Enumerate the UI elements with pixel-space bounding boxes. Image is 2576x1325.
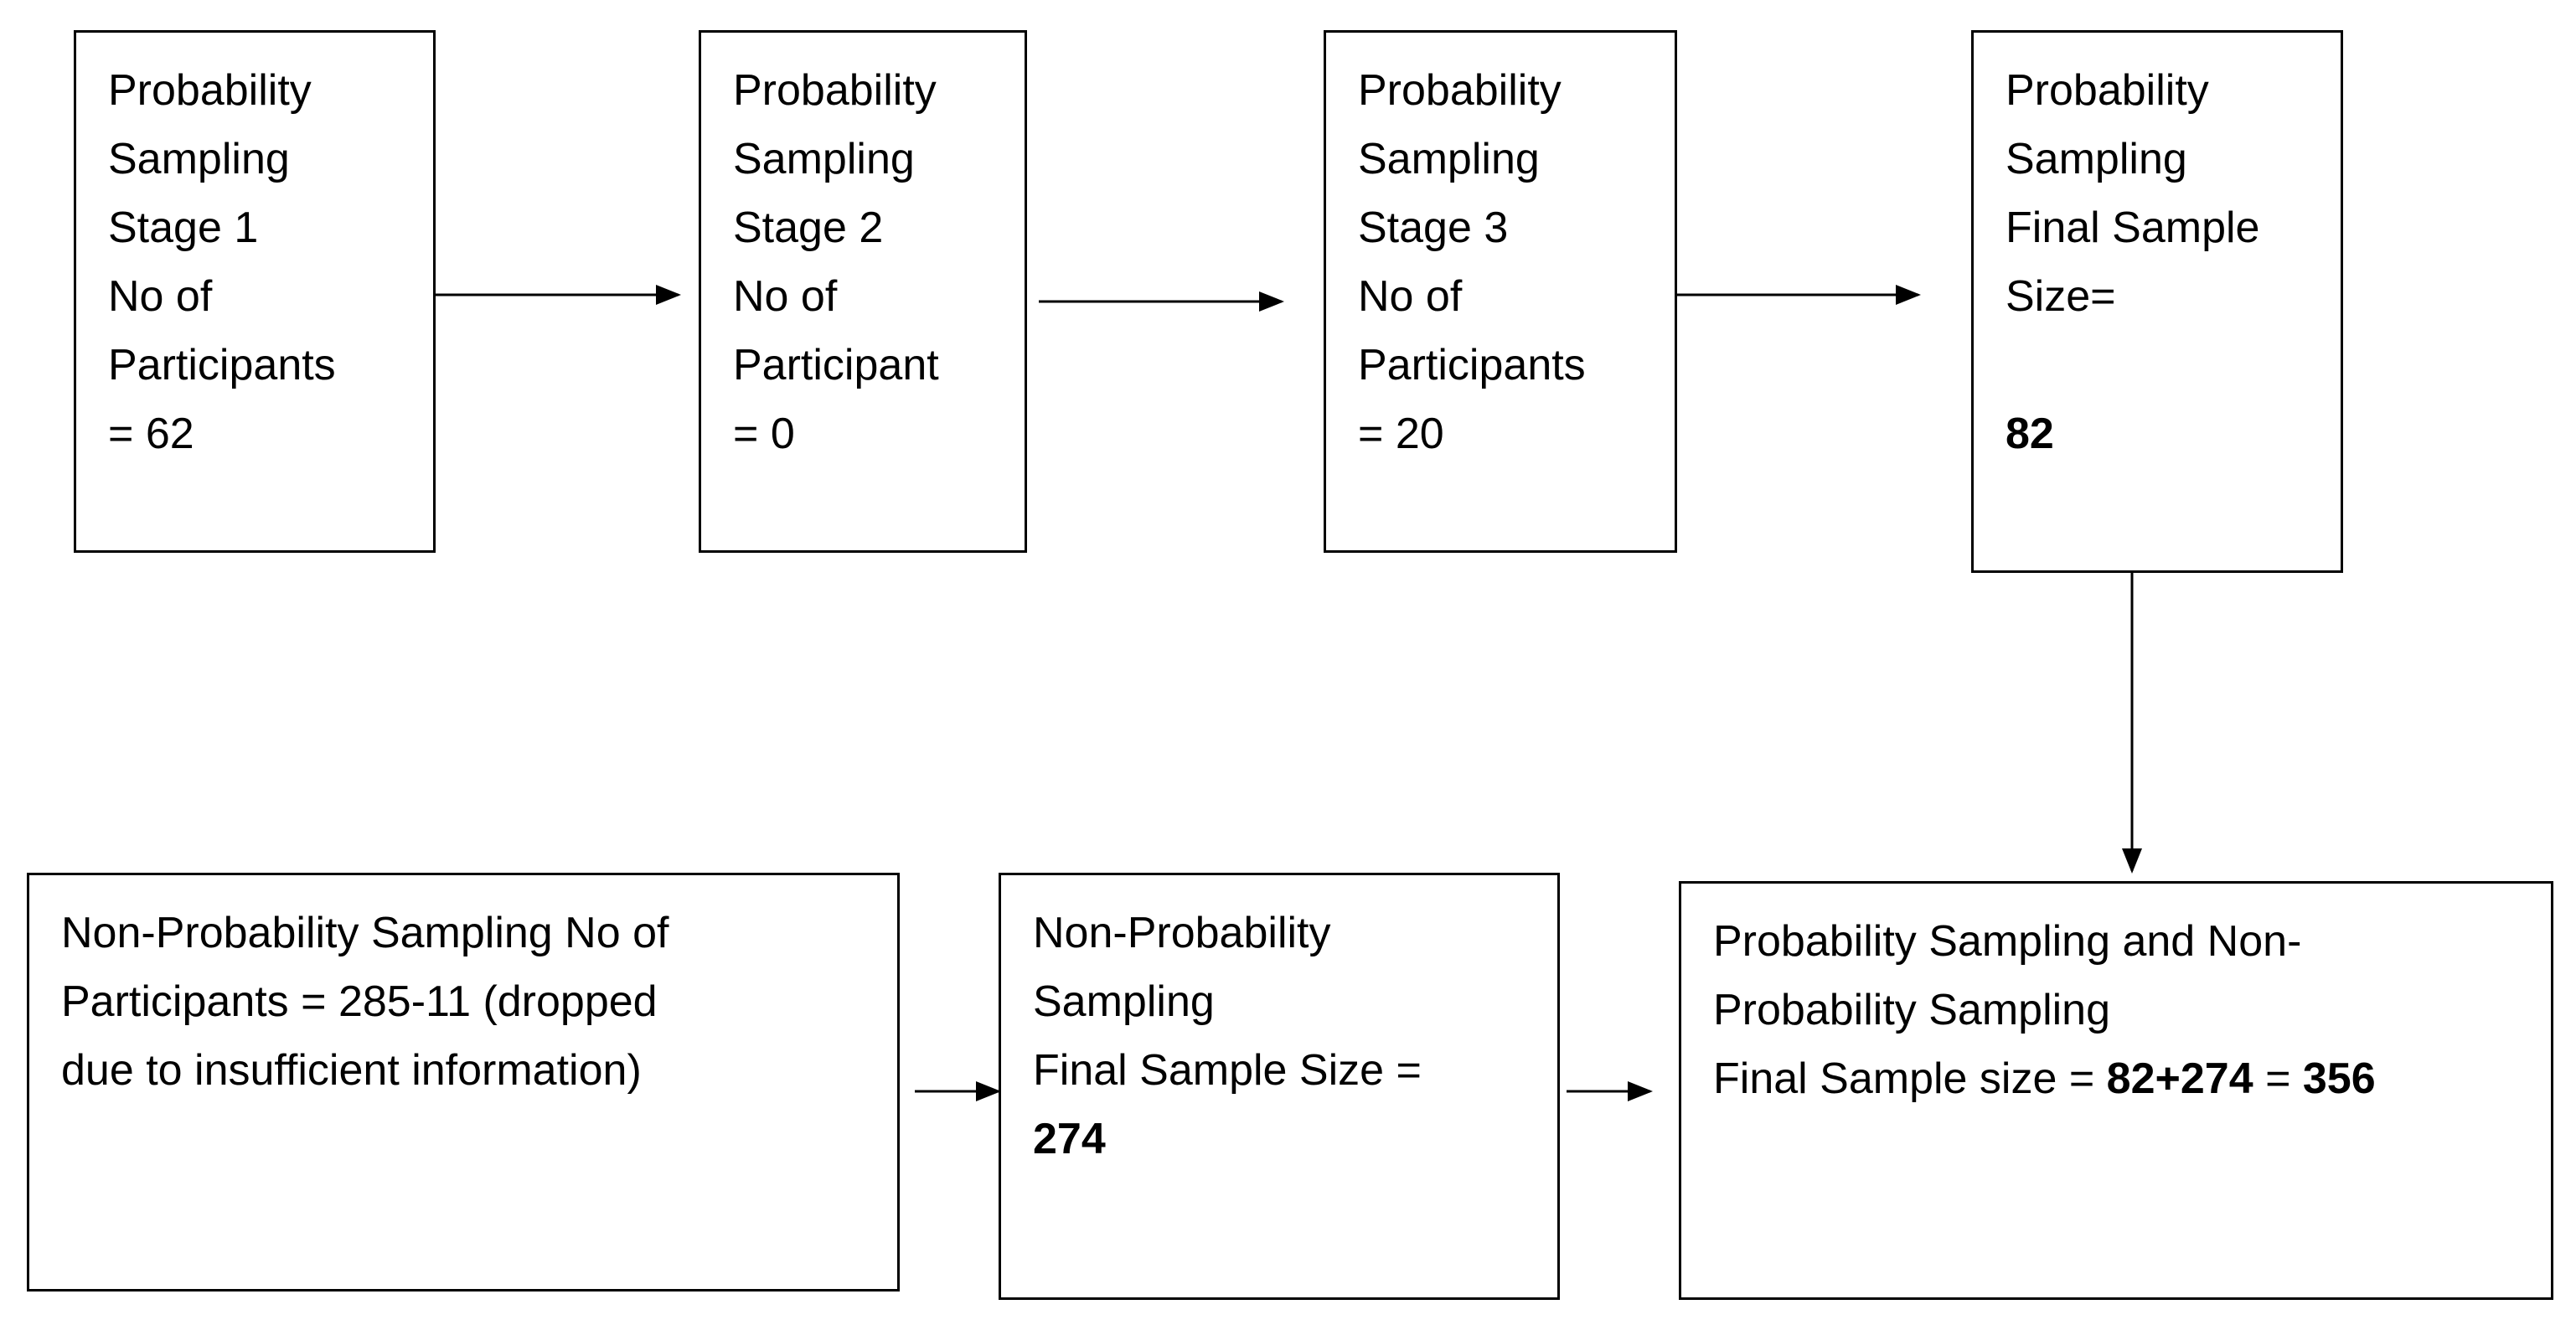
combined-prefix: Final Sample size = [1713, 1054, 2107, 1103]
nonprobability-line: due to insufficient information) [61, 1046, 642, 1095]
stage1-line: Participants [108, 341, 336, 389]
final-nonprobability-line: Final Sample Size = [1033, 1046, 1422, 1095]
final-probability-line: Sampling [2006, 135, 2187, 183]
stage2-line: Probability [733, 66, 937, 115]
stage1-line: = 62 [108, 410, 194, 458]
stage2-line: Sampling [733, 135, 915, 183]
nonprobability-box: Non-Probability Sampling No of Participa… [27, 873, 900, 1291]
combined-line: Probability Sampling and Non- [1713, 917, 2302, 966]
stage2-line: No of [733, 272, 838, 321]
final-probability-value: 82 [2006, 410, 2054, 458]
stage1-line: Sampling [108, 135, 290, 183]
stage3-line: Probability [1358, 66, 1562, 115]
combined-sample-box: Probability Sampling and Non- Probabilit… [1679, 881, 2553, 1300]
final-probability-box: Probability Sampling Final Sample Size= … [1971, 30, 2343, 573]
final-probability-line: Final Sample [2006, 204, 2260, 252]
stage3-line: Sampling [1358, 135, 1540, 183]
combined-equals: = [2253, 1054, 2303, 1103]
stage2-box: Probability Sampling Stage 2 No of Parti… [699, 30, 1027, 553]
combined-total: 356 [2302, 1054, 2376, 1103]
stage3-line: Participants [1358, 341, 1586, 389]
stage2-line: Participant [733, 341, 939, 389]
nonprobability-line: Non-Probability Sampling No of [61, 909, 669, 957]
stage3-box: Probability Sampling Stage 3 No of Parti… [1324, 30, 1677, 553]
combined-sum: 82+274 [2106, 1054, 2253, 1103]
stage1-line: No of [108, 272, 213, 321]
combined-line: Probability Sampling [1713, 986, 2111, 1034]
stage3-line: = 20 [1358, 410, 1444, 458]
stage1-line: Stage 1 [108, 204, 259, 252]
stage3-line: No of [1358, 272, 1463, 321]
final-nonprobability-line: Sampling [1033, 977, 1215, 1026]
stage2-line: Stage 2 [733, 204, 884, 252]
final-nonprobability-line: Non-Probability [1033, 909, 1331, 957]
final-probability-line: Probability [2006, 66, 2209, 115]
stage3-line: Stage 3 [1358, 204, 1509, 252]
final-nonprobability-box: Non-Probability Sampling Final Sample Si… [999, 873, 1560, 1300]
stage2-line: = 0 [733, 410, 795, 458]
combined-total-line: Final Sample size = 82+274 = 356 [1713, 1044, 2519, 1113]
nonprobability-line: Participants = 285-11 (dropped [61, 977, 658, 1026]
stage1-box: Probability Sampling Stage 1 No of Parti… [74, 30, 436, 553]
final-probability-line: Size= [2006, 272, 2116, 321]
stage1-line: Probability [108, 66, 312, 115]
final-nonprobability-value: 274 [1033, 1115, 1106, 1163]
